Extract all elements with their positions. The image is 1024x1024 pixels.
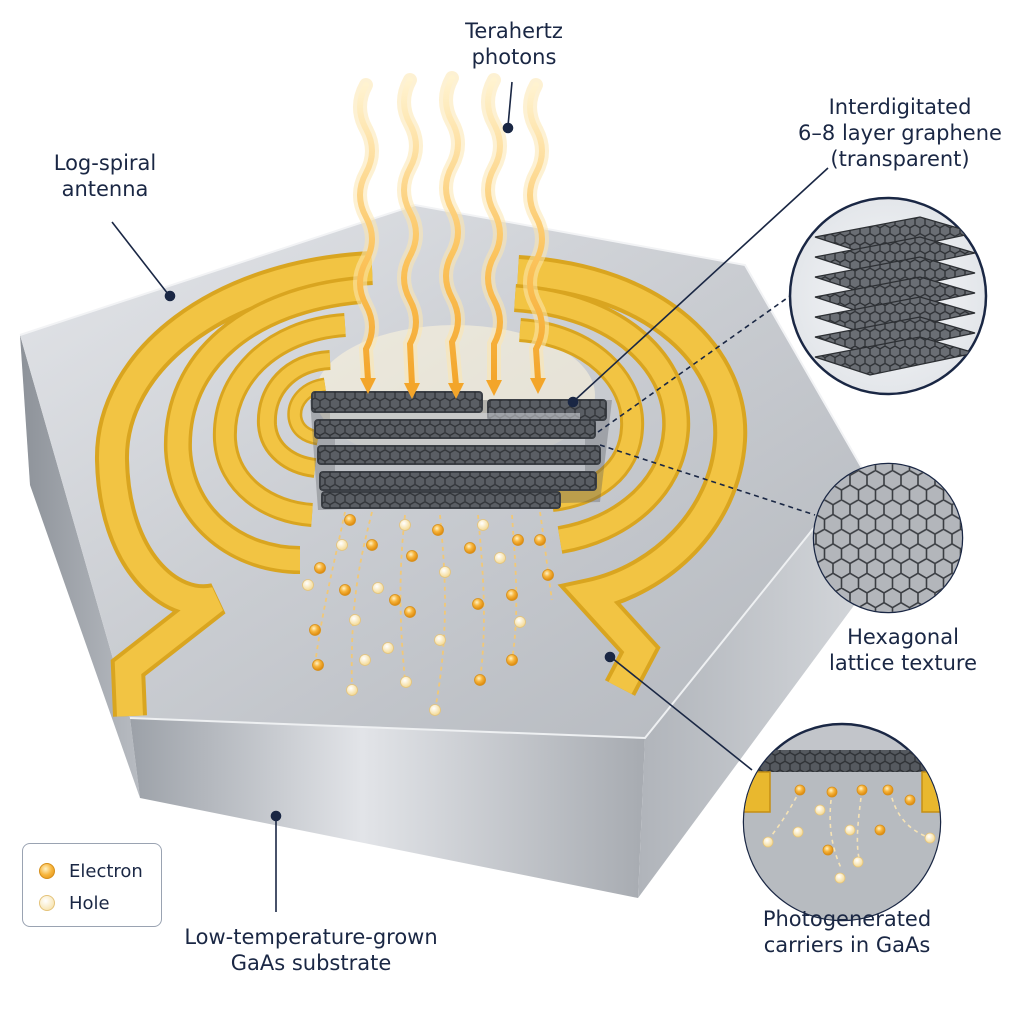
legend-electron-label: Electron xyxy=(69,861,143,882)
electron-particle xyxy=(313,660,324,671)
label-log-spiral-antenna: Log-spiral antenna xyxy=(30,150,180,202)
label-terahertz-photons: Terahertz photons xyxy=(434,18,594,70)
label-line: carriers in GaAs xyxy=(752,932,942,958)
hole-particle xyxy=(495,553,506,564)
electron-particle xyxy=(340,585,351,596)
label-line: Low-temperature-grown xyxy=(176,924,446,950)
electron-particle xyxy=(315,563,326,574)
label-line: Photogenerated xyxy=(752,906,942,932)
substrate-front-face xyxy=(130,718,645,898)
electron-particle xyxy=(507,590,518,601)
legend-row-electron: Electron xyxy=(39,860,143,882)
electron-particle xyxy=(795,785,805,795)
label-line: (transparent) xyxy=(790,146,1010,172)
hole-particle xyxy=(401,677,412,688)
hole-dot-icon xyxy=(39,895,55,911)
electron-particle xyxy=(905,795,915,805)
electron-particle xyxy=(535,535,546,546)
electron-particle xyxy=(390,595,401,606)
inset-carriers-crosssection xyxy=(740,724,950,930)
electron-particle xyxy=(507,655,518,666)
inset-stacked-graphene xyxy=(790,198,986,394)
label-line: Interdigitated xyxy=(790,94,1010,120)
label-gaas-substrate: Low-temperature-grown GaAs substrate xyxy=(176,924,446,976)
electron-particle xyxy=(407,551,418,562)
electron-particle xyxy=(433,525,444,536)
hole-particle xyxy=(400,520,411,531)
electron-particle xyxy=(367,540,378,551)
hole-particle xyxy=(763,837,773,847)
label-line: lattice texture xyxy=(818,650,988,676)
hole-particle xyxy=(303,580,314,591)
hole-particle xyxy=(925,833,935,843)
label-line: Hexagonal xyxy=(818,624,988,650)
electron-particle xyxy=(513,535,524,546)
electron-particle xyxy=(857,785,867,795)
hole-particle xyxy=(440,567,451,578)
hole-particle xyxy=(515,617,526,628)
electron-particle xyxy=(827,787,837,797)
electron-particle xyxy=(543,570,554,581)
hole-particle xyxy=(478,520,489,531)
hole-particle xyxy=(435,635,446,646)
electron-particle xyxy=(473,599,484,610)
label-line: Log-spiral xyxy=(30,150,180,176)
label-line: Terahertz xyxy=(434,18,594,44)
hole-particle xyxy=(383,643,394,654)
hole-particle xyxy=(430,705,441,716)
label-line: 6–8 layer graphene xyxy=(790,120,1010,146)
legend-row-hole: Hole xyxy=(39,892,110,914)
hole-particle xyxy=(835,873,845,883)
graphene-interdigitated-electrodes xyxy=(310,392,612,510)
hole-particle xyxy=(853,857,863,867)
hole-particle xyxy=(845,825,855,835)
electron-particle xyxy=(475,675,486,686)
legend: Electron Hole xyxy=(22,843,162,927)
label-line: antenna xyxy=(30,176,180,202)
label-photogenerated-carriers: Photogenerated carriers in GaAs xyxy=(752,906,942,958)
hole-particle xyxy=(337,540,348,551)
hole-particle xyxy=(360,655,371,666)
electron-particle xyxy=(875,825,885,835)
electron-particle xyxy=(405,607,416,618)
label-graphene: Interdigitated 6–8 layer graphene (trans… xyxy=(790,94,1010,172)
legend-hole-label: Hole xyxy=(69,893,110,914)
electron-particle xyxy=(345,515,356,526)
electron-particle xyxy=(883,785,893,795)
label-hexagonal-lattice: Hexagonal lattice texture xyxy=(818,624,988,676)
hole-particle xyxy=(350,615,361,626)
electron-particle xyxy=(823,845,833,855)
electron-particle xyxy=(310,625,321,636)
electron-dot-icon xyxy=(39,863,55,879)
hole-particle xyxy=(373,583,384,594)
label-line: photons xyxy=(434,44,594,70)
hole-particle xyxy=(815,805,825,815)
electron-particle xyxy=(465,543,476,554)
hole-particle xyxy=(347,685,358,696)
label-line: GaAs substrate xyxy=(176,950,446,976)
hole-particle xyxy=(793,827,803,837)
